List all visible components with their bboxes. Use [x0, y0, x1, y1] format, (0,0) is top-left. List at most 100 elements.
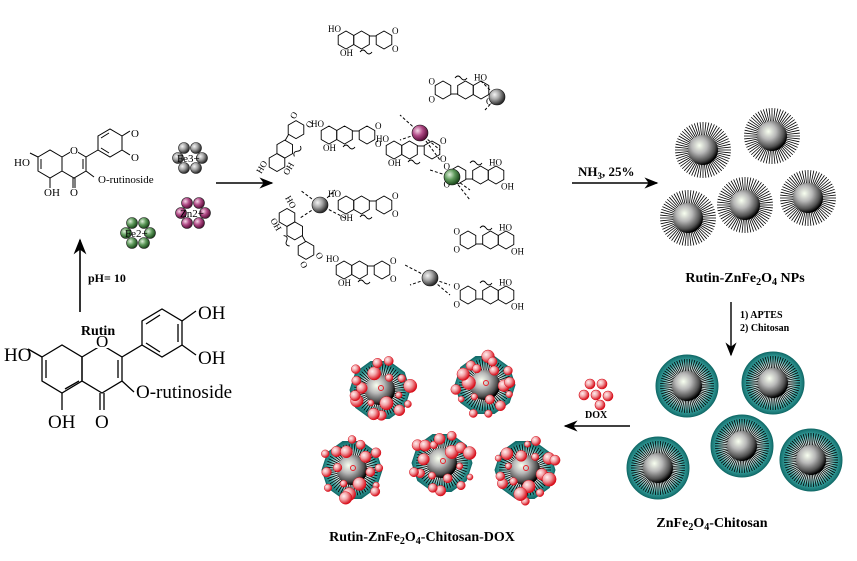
ligand-spike: [746, 383, 760, 387]
ligand-spike: [801, 211, 806, 226]
ligand-spike: [751, 216, 760, 230]
np-core: [672, 371, 702, 401]
ligand-spike: [779, 113, 789, 125]
ligand-spike: [633, 474, 646, 482]
ligand-spike: [821, 191, 836, 196]
hydroxyl-label: OH: [338, 278, 351, 288]
catechol-o: O: [298, 259, 310, 270]
ligand-spike: [676, 192, 683, 206]
ligand-spike: [768, 108, 771, 123]
ligand-spike: [537, 463, 551, 468]
ligand-spike: [750, 217, 757, 231]
ligand-spike: [451, 470, 463, 480]
ligand-spike: [779, 147, 789, 159]
ligand-spike: [757, 360, 766, 372]
ligand-spike: [814, 434, 820, 447]
dox-molecule: [442, 473, 453, 484]
dox-molecule: [383, 356, 394, 366]
ligand-spike: [481, 359, 484, 373]
deprot-carbonyl: O: [70, 187, 78, 199]
ligand-spike: [701, 211, 716, 216]
dox-molecule: [355, 439, 366, 450]
ligand-spike: [728, 421, 736, 434]
ligand-spike: [757, 210, 771, 217]
ligand-spike: [664, 443, 672, 456]
ligand-spike: [824, 463, 837, 469]
ligand-spike: [774, 149, 779, 164]
dox-molecule: [356, 382, 368, 394]
dox-molecule: [531, 436, 541, 446]
ligand-spike: [676, 140, 690, 147]
dox-molecule: [321, 467, 332, 478]
metal-center: [421, 269, 439, 287]
ligand-spike: [738, 218, 743, 233]
ligand-spike: [699, 392, 712, 400]
ligand-spike: [762, 395, 769, 409]
ligand-spike: [774, 108, 779, 123]
metal-center: [488, 88, 506, 106]
dox-molecule: [417, 453, 430, 466]
ligand-spike: [779, 358, 787, 371]
ligand-spike: [665, 225, 677, 235]
ligand-spike: [717, 206, 732, 209]
ligand-spike: [755, 448, 769, 452]
ligand-spike: [785, 389, 798, 397]
ligand-spike: [780, 194, 795, 197]
ligand-spike: [753, 453, 765, 462]
dox-sphere: [596, 378, 608, 390]
ligand-spike: [813, 210, 820, 224]
ligand-spike: [716, 449, 729, 455]
ligand-spike: [691, 360, 698, 374]
dox-molecule: [535, 488, 545, 497]
ligand-spike: [691, 398, 698, 412]
ligand-spike: [733, 459, 739, 472]
ligand-spike: [668, 476, 680, 486]
ligand-spike: [747, 387, 761, 394]
ligand-spike: [773, 108, 776, 123]
ligand-spike: [720, 454, 732, 464]
ligand-spike: [391, 395, 404, 402]
ligand-spike: [749, 143, 761, 153]
catechol-o: O: [453, 281, 460, 291]
ligand-spike: [662, 392, 675, 400]
dox-molecule: [350, 465, 356, 471]
ligand-spike: [329, 455, 342, 464]
ligand-spike: [781, 361, 791, 373]
np-core: [673, 203, 703, 233]
ligand-spike: [660, 211, 675, 216]
ligand-spike: [791, 209, 801, 221]
ligand-spike: [678, 135, 692, 144]
ligand-spike: [755, 214, 767, 225]
ligand-spike: [723, 214, 735, 225]
ligand-spike: [820, 186, 834, 193]
ligand-spike: [819, 438, 829, 450]
hydroxyl-label: OH: [499, 277, 512, 287]
ligand-spike: [722, 188, 734, 198]
ligand-spike: [753, 392, 764, 403]
ligand-spike: [793, 438, 803, 450]
ring: [286, 221, 303, 241]
rutinoside-wave: [359, 49, 373, 55]
ligand-spike: [822, 444, 834, 453]
ligand-spike: [780, 394, 789, 406]
ligand-spike: [756, 190, 770, 199]
ligand-spike: [746, 177, 749, 192]
ligand-spike: [786, 178, 798, 189]
ligand-spike: [751, 180, 760, 194]
ligand-spike: [733, 179, 740, 193]
ligand-spike: [661, 377, 674, 383]
coordination-bond: [479, 79, 498, 98]
ligand-spike: [631, 470, 645, 474]
ligand-spike: [673, 193, 682, 207]
ligand-spike: [783, 183, 797, 192]
ligand-spike: [750, 145, 762, 156]
dox-sphere: [590, 389, 602, 401]
coordination-bond: [429, 277, 451, 296]
catechol-o: O: [453, 299, 460, 309]
ligand-spike: [728, 458, 736, 471]
hydroxyl-label: HO: [283, 194, 298, 211]
ligand-spike: [694, 229, 703, 243]
ligand-spike: [791, 175, 801, 187]
ligand-spike: [744, 137, 759, 140]
